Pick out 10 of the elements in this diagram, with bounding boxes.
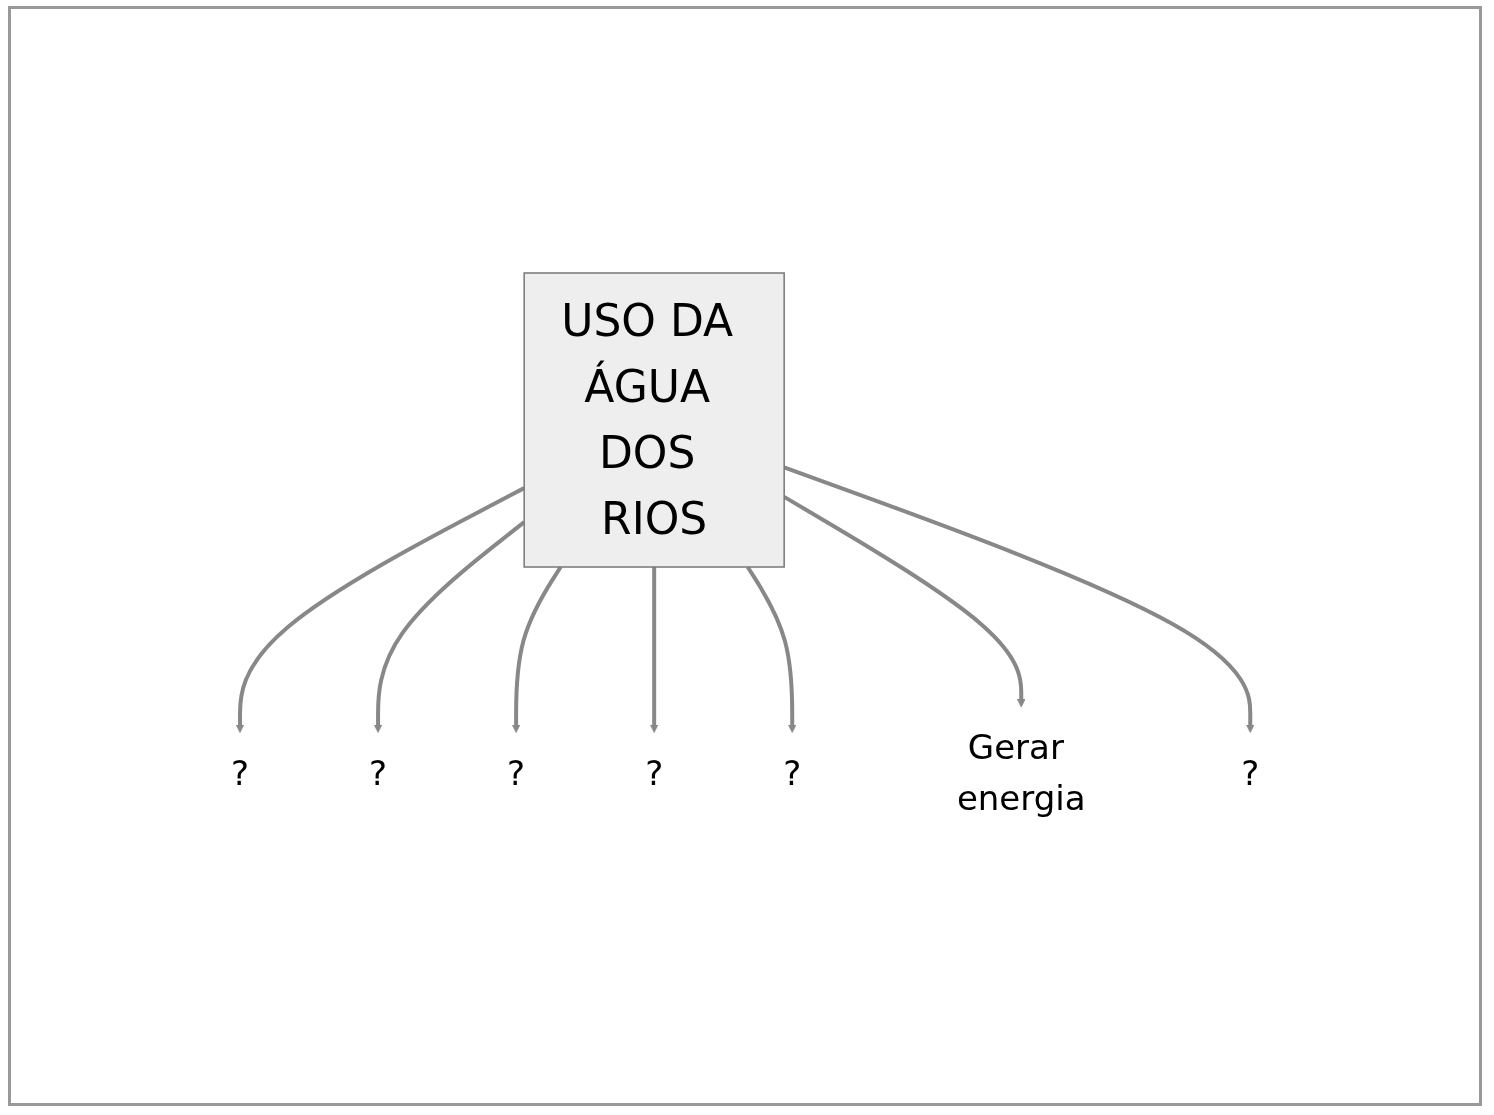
node-text: ?	[645, 752, 664, 793]
node-text: ?	[506, 752, 525, 793]
arrow	[649, 567, 659, 733]
node-text: ?	[368, 752, 387, 793]
node-text: ?	[1241, 752, 1260, 793]
node-text: ?	[783, 752, 802, 793]
node-text: ?	[230, 752, 249, 793]
node-box: USO DA ÁGUA DOS RIOS	[523, 272, 785, 568]
node-text: Gerar energia	[956, 727, 1086, 818]
arrow	[235, 486, 525, 733]
